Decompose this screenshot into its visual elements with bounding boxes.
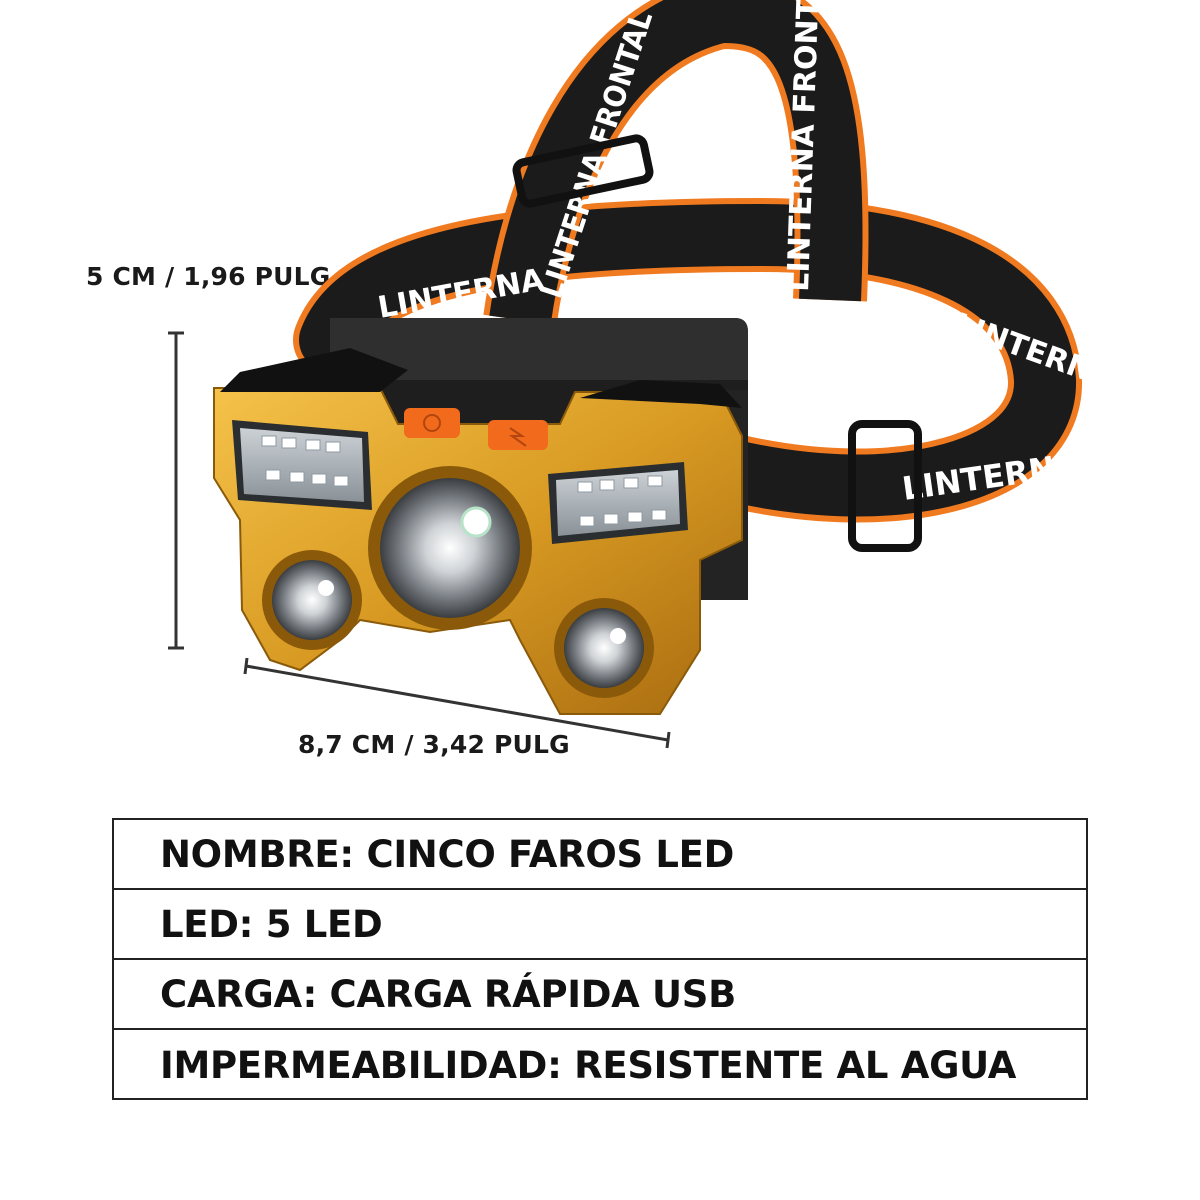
- main-led-lens: [368, 466, 532, 630]
- lamp-housing: [213, 318, 748, 715]
- specifications-table: NOMBRE: CINCO FAROS LED LED: 5 LED CARGA…: [112, 818, 1088, 1100]
- spec-waterproof: IMPERMEABILIDAD: RESISTENTE AL AGUA: [160, 1043, 1017, 1087]
- strap-buckle-side: [848, 420, 922, 552]
- width-dimension-label: 8,7 CM / 3,42 PULG: [298, 730, 570, 759]
- spec-row-name: NOMBRE: CINCO FAROS LED: [114, 820, 1086, 890]
- strap-buckle-top: [512, 134, 654, 208]
- spec-charge: CARGA: CARGA RÁPIDA USB: [160, 972, 737, 1016]
- width-dimension-line: [243, 657, 671, 749]
- bottom-left-led-lens: [262, 550, 362, 650]
- spec-led: LED: 5 LED: [160, 902, 383, 946]
- spec-row-waterproof: IMPERMEABILIDAD: RESISTENTE AL AGUA: [114, 1030, 1086, 1100]
- spec-row-led: LED: 5 LED: [114, 890, 1086, 960]
- left-cob-led-panel: [232, 420, 372, 510]
- spec-name: NOMBRE: CINCO FAROS LED: [160, 832, 735, 876]
- spec-row-charge: CARGA: CARGA RÁPIDA USB: [114, 960, 1086, 1030]
- height-dimension-label: 5 CM / 1,96 PULG: [86, 262, 331, 291]
- height-dimension-line: [168, 331, 184, 650]
- head-strap: LINTERNA FRONTAL LINTERNA FRONTAL LINTER…: [293, 0, 1120, 552]
- bottom-right-led-lens: [554, 598, 654, 698]
- headlamp-illustration: LINTERNA FRONTAL LINTERNA FRONTAL LINTER…: [168, 0, 1120, 749]
- power-button: [404, 408, 460, 438]
- right-cob-led-panel: [548, 462, 688, 544]
